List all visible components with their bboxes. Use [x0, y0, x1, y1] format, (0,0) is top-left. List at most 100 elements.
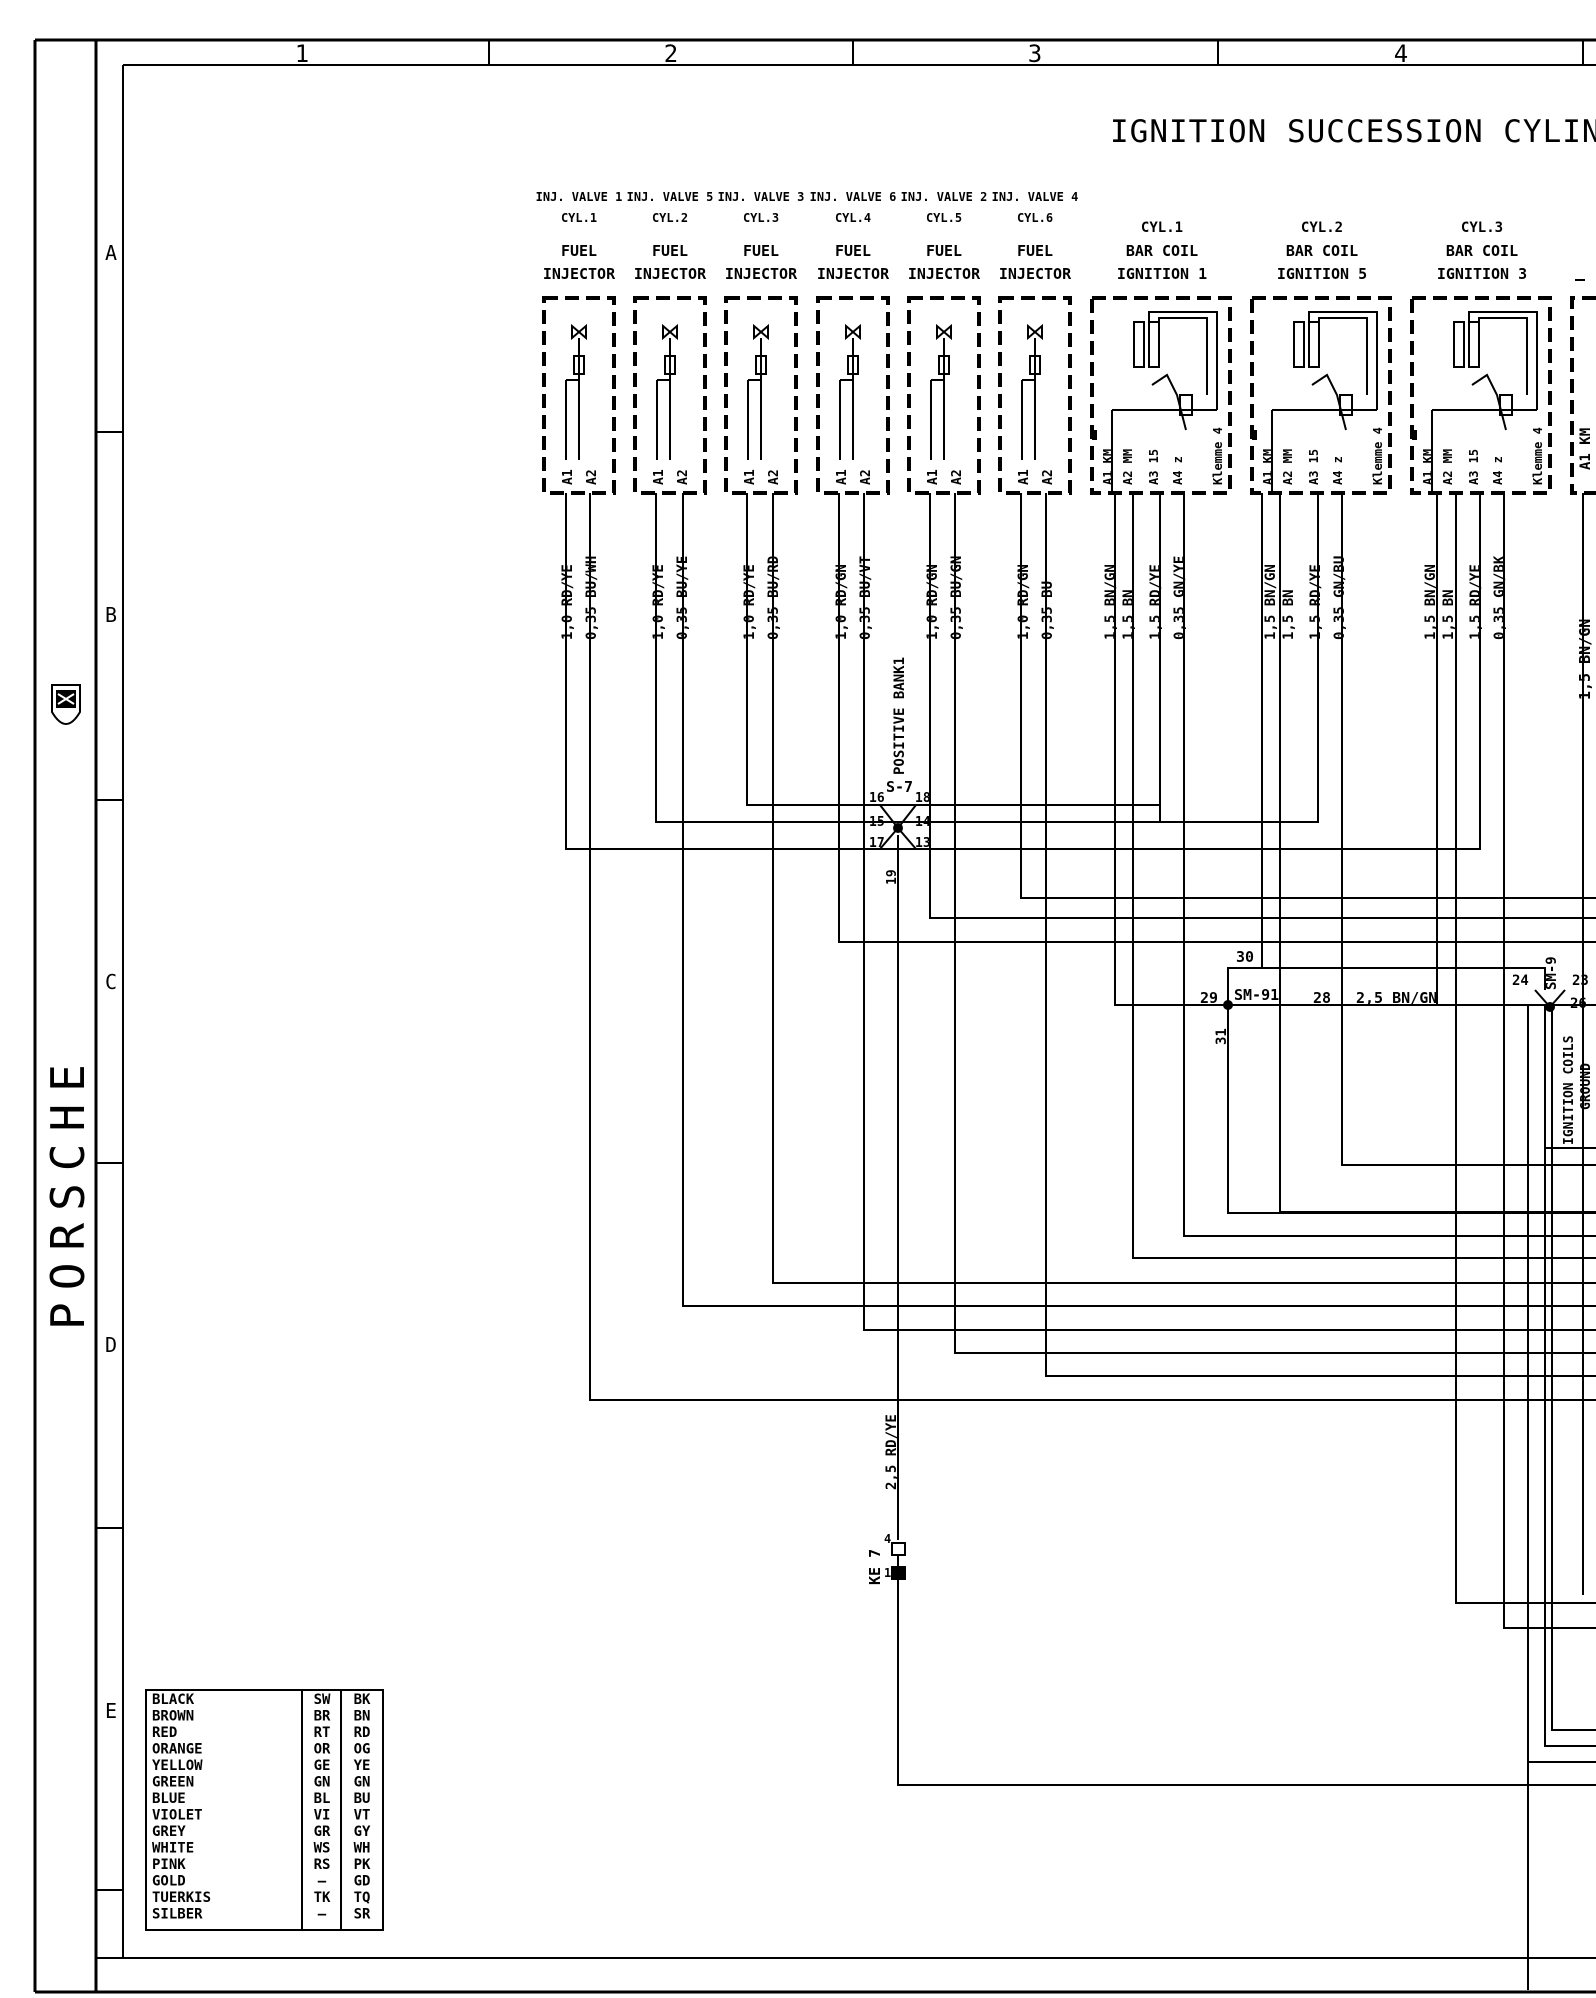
legend-english-code: YE: [354, 1758, 371, 1774]
pin-number: 1: [884, 1566, 891, 1580]
wire-label: 0,35 BU: [1040, 581, 1056, 640]
pin-label: A1 KM: [1101, 449, 1115, 485]
wire-label: 0,35 BU/WH: [584, 556, 600, 640]
injector-label: FUEL: [835, 242, 871, 260]
ke7-name: KE 7: [866, 1549, 884, 1585]
legend-german-code: GE: [314, 1758, 331, 1774]
pin-number: 26: [1570, 996, 1587, 1012]
column-label: 4: [1394, 40, 1408, 68]
pin-label: A1: [1017, 469, 1032, 485]
injector-label: FUEL: [926, 242, 962, 260]
pin-label: A2 MM: [1441, 449, 1455, 485]
wire-label: 1,5 RD/YE: [1468, 564, 1484, 640]
injector-box: [542, 296, 616, 495]
legend-color-name: PINK: [152, 1857, 186, 1873]
injector-label: INJECTOR: [725, 265, 798, 283]
legend-german-code: WS: [314, 1841, 331, 1857]
splice-s7: S-7 POSITIVE BANK1 16 15 17 18 14 13 19: [869, 657, 931, 885]
legend-color-name: WHITE: [152, 1841, 194, 1857]
row-label: A: [105, 241, 117, 265]
injector-box: [816, 296, 890, 495]
pin-number: 13: [915, 836, 931, 851]
legend-color-name: RED: [152, 1725, 177, 1741]
legend-german-code: VI: [314, 1808, 331, 1824]
pin-number: 14: [915, 815, 931, 830]
pin-label: A1: [743, 469, 758, 485]
column-label: 2: [664, 40, 678, 68]
diagram-title: IGNITION SUCCESSION CYLINDE: [1110, 114, 1596, 150]
legend-german-code: RT: [314, 1725, 331, 1741]
row-label: C: [105, 970, 117, 994]
valve-icon: [656, 323, 678, 460]
injector-header: INJ. VALVE 5: [627, 190, 714, 204]
injector-header: INJ. VALVE 3: [718, 190, 805, 204]
legend-english-code: SR: [354, 1907, 371, 1923]
porsche-logotype: PORSCHE: [41, 1052, 95, 1330]
porsche-crest-icon: [51, 684, 81, 725]
wire-label: 1,0 RD/YE: [651, 564, 667, 640]
injector-cylinder: CYL.2: [652, 211, 688, 225]
valve-icon: [930, 323, 952, 460]
pin-label: A1 KM: [1261, 449, 1275, 485]
legend-english-code: OG: [354, 1742, 371, 1758]
legend-color-name: VIOLET: [152, 1808, 203, 1824]
legend-english-code: WH: [354, 1841, 371, 1857]
drawing-frame: [33, 38, 1596, 1994]
legend-color-name: YELLOW: [152, 1758, 203, 1774]
pin-number: 16: [869, 791, 885, 806]
pin-number: 15: [869, 815, 885, 830]
pin-number: 19: [885, 869, 900, 885]
splice-sm9-label2: GROUND: [1579, 1063, 1594, 1110]
injector-label: INJECTOR: [543, 265, 616, 283]
legend-english-code: BK: [354, 1692, 371, 1708]
injector-header: INJ. VALVE 4: [992, 190, 1079, 204]
pin-label: A2: [950, 469, 965, 485]
legend-color-name: SILBER: [152, 1907, 203, 1923]
coil-label: IGNITION 3: [1437, 265, 1527, 283]
pin-number: 24: [1512, 973, 1529, 989]
legend-english-code: GY: [354, 1824, 371, 1840]
pin-label: A4 z: [1171, 456, 1185, 485]
legend-german-code: GR: [314, 1824, 331, 1840]
coil-cylinder: CYL.2: [1301, 220, 1343, 236]
injector-label: FUEL: [652, 242, 688, 260]
legend-german-code: OR: [314, 1742, 331, 1758]
legend-german-code: —: [318, 1907, 327, 1923]
wire-label: 1,5 RD/YE: [1308, 564, 1324, 640]
coil-cylinder: CYL.3: [1461, 220, 1503, 236]
legend-color-name: GOLD: [152, 1874, 186, 1890]
coil-label: IGNITION 1: [1117, 265, 1207, 283]
injector-label: FUEL: [561, 242, 597, 260]
injector-header: INJ. VALVE 1: [536, 190, 623, 204]
pin-label: A3 15: [1147, 449, 1161, 485]
legend-german-code: RS: [314, 1857, 331, 1873]
injector-cylinder: CYL.5: [926, 211, 962, 225]
coil4-pin-label: A1 KM: [1578, 428, 1594, 470]
injector-box: [724, 296, 798, 495]
splice-sm9-name: SM-9: [1544, 956, 1560, 990]
coil-cylinder: CYL.1: [1141, 220, 1183, 236]
wire-label: 1,5 BN/GN: [1423, 564, 1439, 640]
pin-label: Klemme 4: [1211, 427, 1225, 485]
injector-box: [907, 296, 981, 495]
column-label: 3: [1028, 40, 1042, 68]
legend-color-name: BLUE: [152, 1791, 186, 1807]
connector-ke7: KE 7 2,5 RD/YE 4 1: [866, 1414, 906, 1585]
pin-label: A1: [835, 469, 850, 485]
wire-label: 1,5 BN: [1281, 589, 1297, 640]
legend-color-name: ORANGE: [152, 1742, 203, 1758]
pin-label: A3 15: [1467, 449, 1481, 485]
injector-header: INJ. VALVE 2: [901, 190, 988, 204]
injector-cylinder: CYL.3: [743, 211, 779, 225]
legend-color-name: TUERKIS: [152, 1890, 211, 1906]
pin-label: A1: [926, 469, 941, 485]
pin-number: 30: [1236, 948, 1254, 966]
splice-sm9-label: IGNITION COILS: [1562, 1035, 1577, 1145]
coil-label: IGNITION 5: [1277, 265, 1367, 283]
injector-label: FUEL: [743, 242, 779, 260]
pin-number: 29: [1200, 989, 1218, 1007]
